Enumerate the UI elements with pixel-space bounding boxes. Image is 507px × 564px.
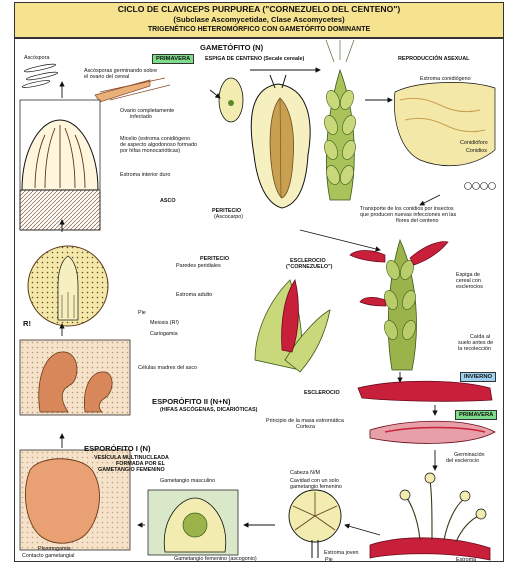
- label-cariogamia: Cariogamia: [150, 331, 178, 337]
- sclerotium: [358, 381, 492, 401]
- sclerotium-section: [370, 421, 495, 443]
- label-esclerocio: ESCLEROCIO: [304, 390, 340, 396]
- perithecium-asci: [20, 100, 100, 230]
- label-espiga-cereal-3: esclerocios: [456, 284, 483, 290]
- label-reproduccion: REPRODUCCIÓN ASEXUAL: [398, 56, 469, 62]
- label-estroma-adulto: Estroma adulto: [176, 292, 212, 298]
- rye-spike: [322, 40, 358, 200]
- label-ri: R!: [23, 320, 31, 329]
- label-caida-3: la recolección: [458, 346, 491, 352]
- label-germinacion-2: del esclerocio: [446, 458, 479, 464]
- infected-ovary: [251, 75, 310, 208]
- label-transporte-3: flores del centeno: [396, 218, 439, 224]
- young-stroma-section: [148, 490, 238, 555]
- flower-with-sclerotium: [255, 280, 330, 372]
- ergot-spike: [350, 240, 448, 370]
- label-paredes: Paredes peridiales: [176, 263, 221, 269]
- conidial-stroma: [394, 82, 495, 189]
- sporophyte-i-heading: ESPORÓFITO I (N): [84, 445, 151, 454]
- label-meiosis: Meiosis (R!): [150, 320, 179, 326]
- label-peritecio: PERITECIO: [200, 256, 229, 262]
- sporophyte-ii-heading: ESPORÓFITO II (N+N): [152, 398, 231, 407]
- multinucleate-vesicle: [20, 450, 130, 550]
- sporophyte-ii-sub: (HIFAS ASCÓGENAS, DICARIÓTICAS): [160, 407, 257, 413]
- label-contacto: Contacto gametangial: [22, 553, 74, 559]
- label-estroma-joven: Estroma joven: [324, 550, 358, 556]
- label-cabeza: Cabeza N/M: [290, 470, 320, 476]
- label-estroma-interior: Estroma interior duro: [120, 172, 170, 178]
- label-esclerocio-cornezuelo-2: ("CORNEZUELO"): [286, 264, 332, 270]
- label-espiga: ESPIGA DE CENTENO (Secale cereale): [205, 56, 304, 62]
- label-gametangio-masculino: Gametangio masculino: [160, 478, 215, 484]
- label-gametangio-femenino: Gametangio femenino (ascogonio): [174, 556, 257, 562]
- sporophyte-i-sub3: GAMETANGIO FEMENINO: [98, 467, 165, 473]
- label-ovario-2: infectado: [130, 114, 152, 120]
- label-plasmogamia: Plasmogamia: [38, 546, 71, 552]
- perithecium-section: [28, 246, 108, 326]
- spring-tag-top: PRIMAVERA: [152, 54, 194, 64]
- label-celulas-madres: Células madres del asco: [138, 365, 197, 371]
- label-asco: ASCO: [160, 198, 176, 204]
- germinating-sclerotium: [370, 473, 490, 560]
- label-estroma-bottom: Estroma: [456, 557, 476, 563]
- label-conidioforo: Conidióforo: [460, 140, 488, 146]
- label-estroma-conidiogeno: Estroma conidiógeno: [420, 76, 471, 82]
- gametophyte-heading: GAMETÓFITO (N): [200, 44, 263, 53]
- label-conidios: Conidios: [466, 148, 487, 154]
- label-ascospora: Ascóspora: [24, 55, 49, 61]
- label-corteza: Corteza: [296, 424, 315, 430]
- label-peritecio-asc-2: (Ascocarpo): [214, 214, 243, 220]
- label-pie-2: Pie: [325, 557, 333, 563]
- label-pie: Pie: [138, 310, 146, 316]
- stroma-head: [289, 490, 341, 558]
- spring-tag-right: PRIMAVERA: [455, 410, 497, 420]
- ascospores: [22, 63, 58, 89]
- label-micelio-3: por hifas monocarióticas): [120, 148, 180, 154]
- winter-tag: INVIERNO: [460, 372, 496, 382]
- label-ascosporas-germinando-2: el ovario del cereal: [84, 74, 129, 80]
- ascogenous-hyphae: [20, 340, 130, 415]
- label-cavidad-2: gametangio femenino: [290, 484, 342, 490]
